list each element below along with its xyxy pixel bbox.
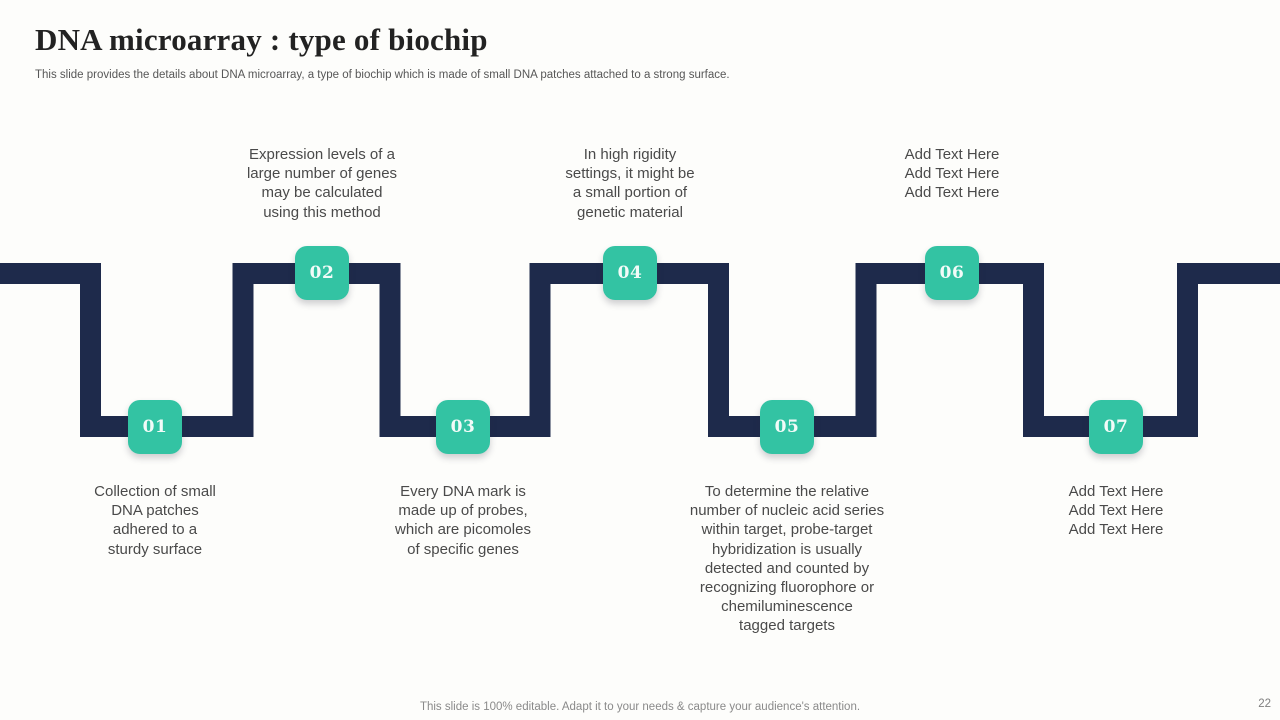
step-03-badge[interactable]: 03: [436, 400, 490, 454]
step-01-text[interactable]: Collection of small DNA patches adhered …: [94, 483, 216, 558]
step-06-badge[interactable]: 06: [925, 246, 979, 300]
slide-title: DNA microarray : type of biochip: [35, 22, 488, 57]
step-07-text-placeholder[interactable]: Add Text Here Add Text Here Add Text Her…: [1068, 483, 1164, 539]
step-04-badge[interactable]: 04: [603, 246, 657, 300]
step-05-text[interactable]: To determine the relative number of nucl…: [689, 483, 885, 635]
step-07-badge[interactable]: 07: [1089, 400, 1143, 454]
step-06-text-placeholder[interactable]: Add Text Here Add Text Here Add Text Her…: [904, 146, 1000, 202]
page-number: 22: [1258, 698, 1271, 710]
step-04-text[interactable]: In high rigidity settings, it might be a…: [565, 146, 695, 221]
step-02-text[interactable]: Expression levels of a large number of g…: [246, 146, 398, 221]
step-02-badge[interactable]: 02: [295, 246, 349, 300]
slide-subtitle: This slide provides the details about DN…: [35, 69, 730, 81]
step-01-badge[interactable]: 01: [128, 400, 182, 454]
step-05-badge[interactable]: 05: [760, 400, 814, 454]
step-03-text[interactable]: Every DNA mark is made up of probes, whi…: [395, 483, 531, 558]
footer-note: This slide is 100% editable. Adapt it to…: [419, 701, 861, 713]
